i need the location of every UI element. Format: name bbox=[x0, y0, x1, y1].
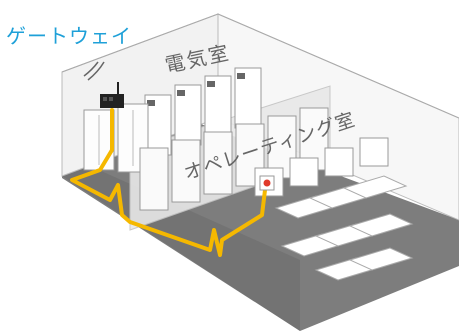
server-racks-back bbox=[144, 67, 262, 156]
wireless-signal-icon bbox=[83, 61, 105, 81]
gateway-label-text: ゲートウェイ bbox=[6, 24, 132, 48]
operator-consoles bbox=[254, 137, 389, 197]
signal-cable bbox=[70, 108, 267, 257]
wall-top-edge bbox=[61, 13, 459, 119]
server-racks-left bbox=[83, 103, 149, 173]
gateway-device-icon bbox=[100, 82, 124, 108]
gateway-label: ゲートウェイ bbox=[6, 20, 132, 49]
sensor-device-icon bbox=[259, 175, 275, 191]
desks bbox=[274, 175, 414, 281]
